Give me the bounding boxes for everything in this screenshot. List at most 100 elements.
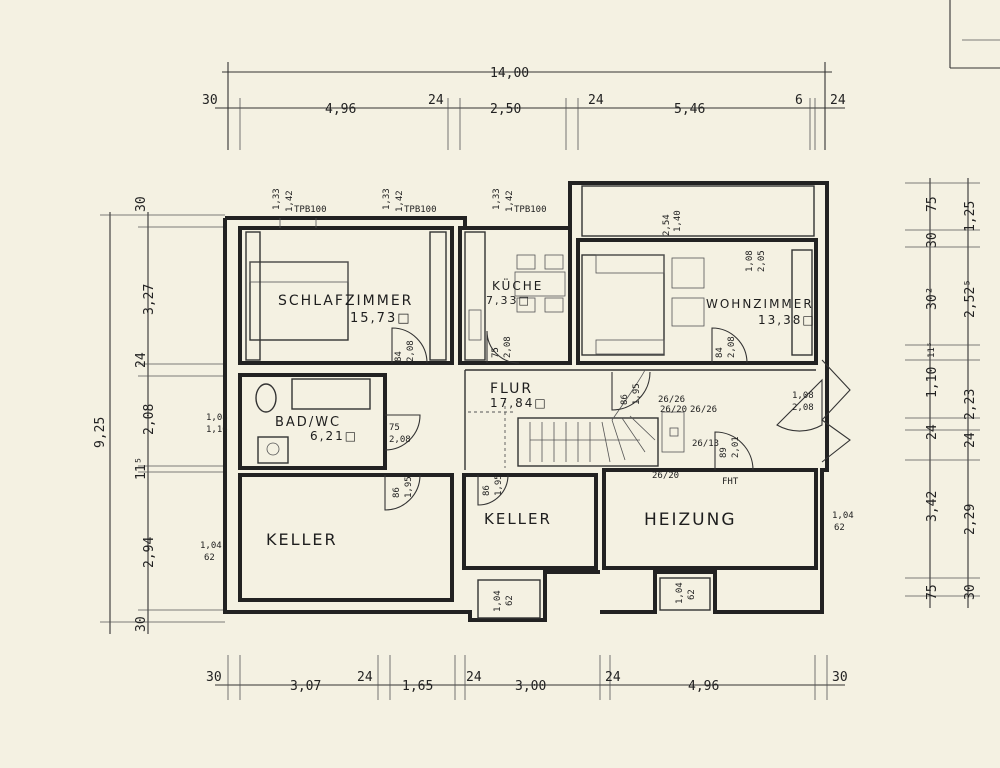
dim-left-2: 3,27 <box>142 284 157 315</box>
dim-right-inner-5: 1,10 <box>925 367 940 398</box>
win-schlaf2-a: 1,33 <box>382 188 392 210</box>
dim-right-outer-4: 2,29 <box>963 504 978 535</box>
dim-right-outer-3: 2,23 <box>963 389 978 420</box>
dim-right-inner-9: 75 <box>925 584 940 600</box>
door-stair <box>611 371 651 411</box>
door-wohnzimmer <box>711 327 748 364</box>
lightwell-2-b: 62 <box>687 589 697 600</box>
dim-bottom-1: 30 <box>206 670 222 685</box>
dim-right-inner-8: 3,42 <box>925 491 940 522</box>
room-heizung-name: HEIZUNG <box>644 510 737 530</box>
door-keller-l-b: 1,95 <box>404 476 414 498</box>
bottom-dimension-chain: 30 3,07 24 1,65 24 3,00 24 4,96 30 <box>206 655 848 700</box>
entry-a: 1,08 <box>792 391 814 401</box>
dim-top-7: 6 <box>795 93 803 108</box>
door-entry <box>776 378 823 432</box>
dim-bottom-5: 24 <box>466 670 482 685</box>
entry-b: 2,08 <box>792 403 814 413</box>
dim-total-width: 14,00 <box>490 66 529 81</box>
door-stair-b: 1,95 <box>632 383 642 405</box>
dim-right-inner-7: 24 <box>963 432 978 448</box>
dim-top-5: 24 <box>588 93 604 108</box>
side-win-b: 1,16 <box>206 425 228 435</box>
window-labels: 1,33 1,42 TPB100 1,33 1,42 TPB100 1,33 1… <box>200 188 854 612</box>
heiz-win-a: 1,04 <box>832 511 854 521</box>
room-schlafzimmer-area: 15,73□ <box>350 311 412 326</box>
dim-right-inner-1: 75 <box>925 196 940 212</box>
dim-right-inner-3: 30² <box>925 287 940 310</box>
door-labels: 84 2,08 75 2,08 84 2,08 75 2,08 86 1,95 … <box>389 336 741 498</box>
staircase <box>517 369 659 467</box>
win-kueche-c: TPB100 <box>514 205 547 215</box>
lightwell-2-a: 1,04 <box>675 582 685 604</box>
room-bad-area: 6,21□ <box>310 429 358 443</box>
lightwell-1-a: 1,04 <box>493 590 503 612</box>
dim-top-1: 30 <box>202 93 218 108</box>
keller-win-a: 1,04 <box>200 541 222 551</box>
dim-bottom-8: 4,96 <box>688 679 719 694</box>
dim-top-4: 2,50 <box>490 102 521 117</box>
door-bad-b: 2,08 <box>389 435 411 445</box>
room-schlafzimmer-name: SCHLAFZIMMER <box>278 293 413 309</box>
top-dimension-chain: 14,00 30 4,96 24 2,50 24 5,46 6 24 <box>202 62 846 150</box>
win-wohn-b: 1,40 <box>673 210 683 232</box>
dim-top-6: 5,46 <box>674 102 705 117</box>
dim-top-2: 4,96 <box>325 102 356 117</box>
door-heiz-b: 2,01 <box>731 436 741 458</box>
small-a: 26/26 <box>658 395 685 405</box>
door-bad-a: 75 <box>389 423 400 433</box>
dim-bottom-4: 1,65 <box>402 679 433 694</box>
fht-label: FHT <box>722 477 739 487</box>
door-schlafzimmer <box>391 327 428 364</box>
small-d: 26/13 <box>692 439 719 449</box>
left-dimension-chain: 9,25 30 3,27 24 2,08 11⁵ 2,94 30 <box>93 196 225 634</box>
title-box <box>949 0 1000 69</box>
doors <box>384 327 851 511</box>
dim-bottom-2: 3,07 <box>290 679 321 694</box>
win-schlaf-b: 1,42 <box>285 190 295 212</box>
dim-top-8: 24 <box>830 93 846 108</box>
dim-right-outer-1: 1,25 <box>963 201 978 232</box>
win-kueche-b: 1,42 <box>505 190 515 212</box>
room-kueche-name: KÜCHE <box>492 277 543 293</box>
door-kueche <box>486 330 520 364</box>
win-wohn-a: 2,54 <box>662 214 672 236</box>
dim-left-5: 11⁵ <box>134 457 149 480</box>
dim-left-6: 2,94 <box>142 537 157 568</box>
room-bad-name: BAD/WC <box>275 415 341 430</box>
furniture <box>245 231 813 468</box>
dim-right-outer-5: 30 <box>963 584 978 600</box>
room-flur-name: FLUR <box>490 381 533 397</box>
door-kueche-b: 2,08 <box>503 336 513 358</box>
win-schlaf-c: TPB100 <box>294 205 327 215</box>
dim-left-4: 2,08 <box>142 404 157 435</box>
small-c: 26/26 <box>690 405 717 415</box>
door-heizung <box>714 431 754 471</box>
side-win-a: 1,08 <box>206 413 228 423</box>
dim-left-3: 24 <box>134 352 149 368</box>
door-kueche-a: 75 <box>491 347 501 358</box>
door-wohn-b: 2,08 <box>727 336 737 358</box>
dim-left-7: 30 <box>134 616 149 632</box>
dim-right-inner-6: 24 <box>925 424 940 440</box>
right-dimension-chain: 1,25 2,52⁵ 2,23 2,29 30 75 30 30² 11⁵ 1,… <box>905 178 980 608</box>
wohn-door-a: 1,08 <box>745 250 755 272</box>
dim-bottom-6: 3,00 <box>515 679 546 694</box>
win-schlaf2-c: TPB100 <box>404 205 437 215</box>
under-stair: 26/20 <box>652 471 679 481</box>
dim-right-inner-4: 11⁵ <box>927 342 937 358</box>
dim-bottom-7: 24 <box>605 670 621 685</box>
lightwell-1-b: 62 <box>505 595 515 606</box>
door-schlaf-b: 2,08 <box>406 340 416 362</box>
door-keller-l-a: 86 <box>392 487 402 498</box>
door-keller-left <box>384 474 421 511</box>
wohn-door-b: 2,05 <box>757 250 767 272</box>
win-kueche-a: 1,33 <box>492 188 502 210</box>
door-keller-m-b: 1,95 <box>494 474 504 496</box>
door-keller-m-a: 86 <box>482 485 492 496</box>
win-schlaf-a: 1,33 <box>272 188 282 210</box>
dim-bottom-3: 24 <box>357 670 373 685</box>
room-wohnzimmer-area: 13,38□ <box>758 313 816 327</box>
dim-right-outer-2: 2,52⁵ <box>963 279 978 318</box>
